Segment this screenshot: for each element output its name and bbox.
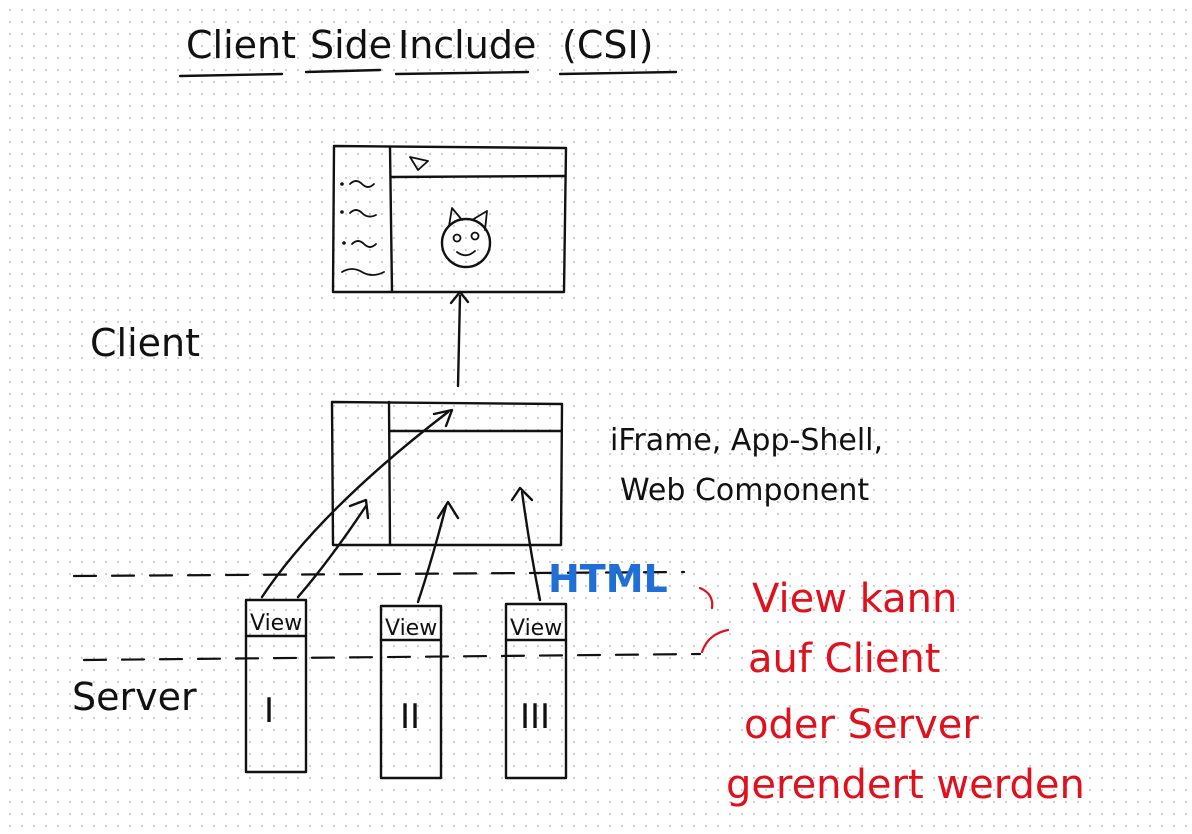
- title-underline-4: [558, 70, 678, 76]
- note-line-3: oder Server: [744, 702, 979, 748]
- server-label: Server: [72, 675, 197, 719]
- note-line-2: auf Client: [748, 636, 940, 682]
- arrow-view1-header-head: [432, 408, 454, 428]
- note-bracket-bottom: [700, 628, 730, 654]
- title-word-1: Client: [186, 23, 296, 67]
- client-label: Client: [90, 321, 200, 365]
- title-underline-1: [178, 72, 284, 78]
- browser-cursor-icon: [409, 156, 429, 171]
- integration-label-line-1: iFrame, App-Shell,: [610, 423, 883, 458]
- browser-sketch: [331, 144, 568, 294]
- arrow-view3-to-content: [520, 490, 542, 602]
- view-label-3: View: [510, 616, 562, 641]
- view-column-3: View III: [504, 602, 568, 780]
- arrow-view1-sidebar-head: [348, 498, 370, 520]
- render-note: View kann auf Client oder Server gerende…: [698, 576, 1085, 808]
- client-html-boundary: [72, 570, 686, 578]
- title-word-4: (CSI): [562, 23, 654, 67]
- html-label: HTML: [548, 557, 668, 601]
- arrow-view1-to-sidebar: [296, 504, 368, 599]
- note-line-1: View kann: [752, 576, 957, 622]
- arrow-to-browser: [456, 294, 462, 388]
- client-server-boundary: [82, 652, 702, 662]
- arrow-view2-to-content: [416, 504, 448, 604]
- view-label-2: View: [385, 616, 437, 641]
- view-column-1: View I: [244, 598, 308, 774]
- integration-label: iFrame, App-Shell, Web Component: [610, 423, 883, 508]
- view-number-2: II: [400, 697, 420, 737]
- browser-sidebar-divider: [388, 145, 394, 294]
- title-word-3: Include: [398, 23, 536, 67]
- browser-frame: [331, 144, 568, 294]
- title: Client Side Include (CSI): [178, 23, 678, 78]
- view-column-2: View II: [379, 604, 443, 780]
- view-label-1: View: [250, 611, 302, 636]
- title-underline-3: [394, 70, 530, 76]
- arrow-view2-content-head: [436, 500, 460, 520]
- note-line-4: gerendert werden: [726, 762, 1085, 808]
- arrow-to-browser-head: [449, 290, 470, 305]
- view-number-3: III: [520, 697, 550, 737]
- integration-label-line-2: Web Component: [620, 473, 869, 508]
- note-bracket-top: [698, 586, 714, 610]
- integration-container: [330, 400, 564, 547]
- arrow-view3-content-head: [510, 486, 534, 502]
- view-number-1: I: [264, 691, 274, 731]
- sidebar-menu-icon: [340, 180, 385, 276]
- title-underline-2: [304, 68, 382, 74]
- cat-face-icon: [440, 207, 492, 269]
- browser-toolbar-line: [389, 174, 567, 179]
- title-word-2: Side: [310, 23, 392, 67]
